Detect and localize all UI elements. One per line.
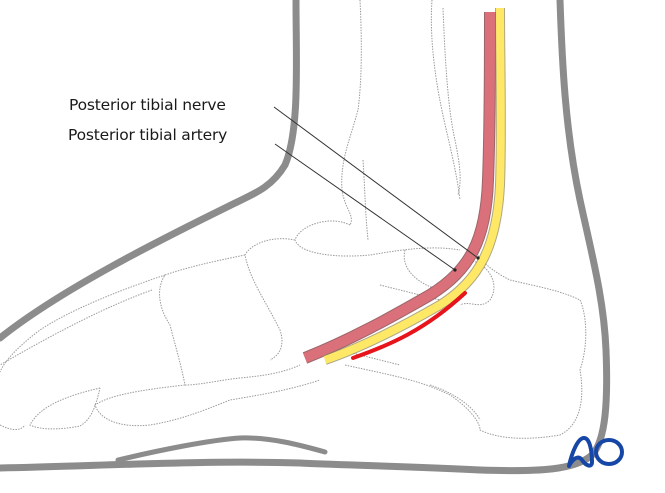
label-posterior-tibial-nerve: Posterior tibial nerve (69, 96, 226, 114)
skin-outline-sole-fold (115, 435, 328, 463)
incision-line (351, 291, 467, 360)
bone-outlines (0, 0, 587, 439)
nerve-leader-line (273, 106, 479, 259)
skin-outline-posterior (0, 0, 611, 475)
skin-outline-anterior (0, 0, 300, 342)
artery-leader-line (274, 143, 456, 271)
ao-logo (567, 436, 624, 468)
label-posterior-tibial-artery: Posterior tibial artery (68, 126, 228, 144)
